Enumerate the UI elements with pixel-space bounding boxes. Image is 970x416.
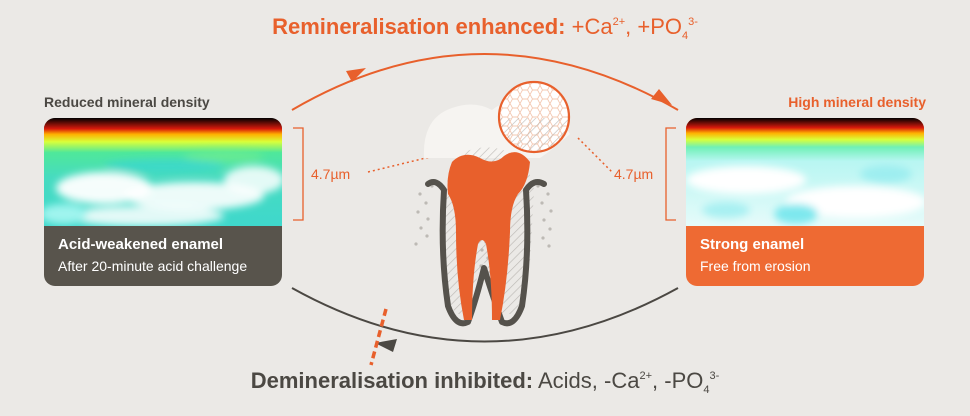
calcium-charge: 2+ (612, 16, 626, 28)
phosphate-subscript: 4 (703, 384, 710, 396)
calcium-charge: 2+ (639, 370, 653, 382)
calcium-ion: +Ca (571, 14, 613, 39)
left-thickness-label: 4.7µm (311, 166, 351, 182)
right-bracket-icon (665, 127, 676, 221)
strong-enamel-caption: Strong enamel Free from erosion (700, 236, 810, 274)
phosphate-charge: 3- (709, 370, 720, 382)
acid-weakened-caption: Acid-weakened enamel After 20-minute aci… (58, 236, 247, 274)
right-thickness-label: 4.7µm (614, 166, 654, 182)
strong-enamel-card: Strong enamel Free from erosion (686, 118, 924, 286)
acid-challenge-subtitle: After 20-minute acid challenge (58, 258, 248, 274)
arrow-head-icon (651, 89, 672, 105)
reduced-density-heatmap (44, 118, 282, 226)
demineralisation-arc (291, 287, 679, 366)
arrow-head-icon (346, 68, 366, 82)
erosion-free-subtitle: Free from erosion (700, 258, 811, 274)
remineralisation-arc (291, 53, 679, 111)
arrow-head-icon (375, 339, 397, 352)
phosphate-charge: 3- (688, 16, 698, 28)
strong-enamel-title: Strong enamel (700, 236, 805, 253)
magnifier-circle-icon (497, 80, 571, 154)
remineralisation-heading: Remineralisation enhanced: (272, 14, 566, 39)
phosphate-subscript: 4 (682, 30, 689, 42)
reduced-density-label: Reduced mineral density (44, 94, 210, 110)
high-density-label: High mineral density (788, 94, 926, 110)
demineralisation-label: Demineralisation inhibited: Acids, -Ca2+… (0, 368, 970, 396)
phosphate-ion: , +PO (625, 14, 683, 39)
remineralisation-label: Remineralisation enhanced: +Ca2+, +PO4 3- (0, 14, 970, 42)
acid-weakened-card: Acid-weakened enamel After 20-minute aci… (44, 118, 282, 286)
demineralisation-heading: Demineralisation inhibited: (250, 368, 534, 393)
high-density-heatmap (686, 118, 924, 226)
left-bracket-icon (293, 127, 304, 221)
acids-calcium-ion: Acids, -Ca (538, 368, 640, 393)
acid-weakened-title: Acid-weakened enamel (58, 236, 224, 253)
blocked-dash-icon (369, 308, 388, 366)
phosphate-ion: , -PO (652, 368, 704, 393)
